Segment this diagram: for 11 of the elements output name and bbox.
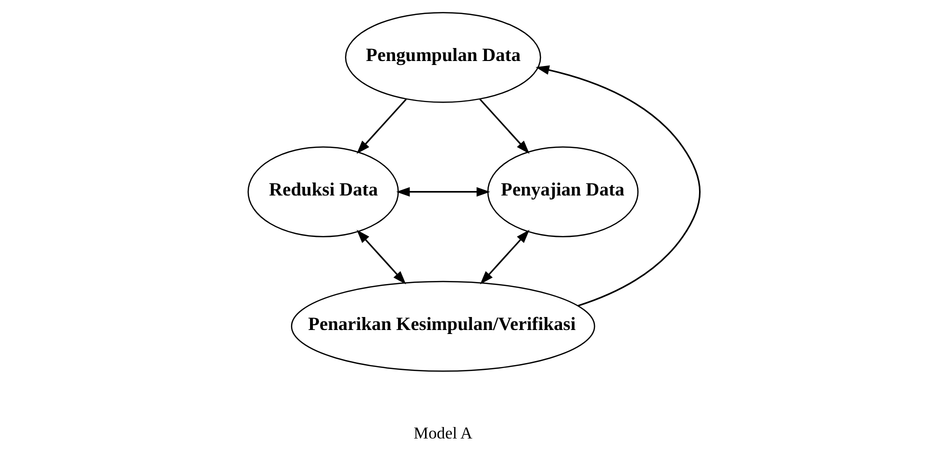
arrow — [396, 187, 490, 197]
arrow — [356, 230, 406, 284]
node-ellipse: Pengumpulan Data — [345, 12, 542, 103]
node-ellipse: Penyajian Data — [487, 146, 639, 238]
arrow — [479, 98, 530, 154]
arrow — [480, 230, 530, 284]
node-ellipse: Reduksi Data — [248, 146, 399, 238]
label: Model A — [414, 424, 472, 443]
arrow — [536, 65, 701, 306]
node-ellipse: Penarikan Kesimpulan/Verifikasi — [290, 280, 596, 372]
arrow — [356, 98, 407, 154]
